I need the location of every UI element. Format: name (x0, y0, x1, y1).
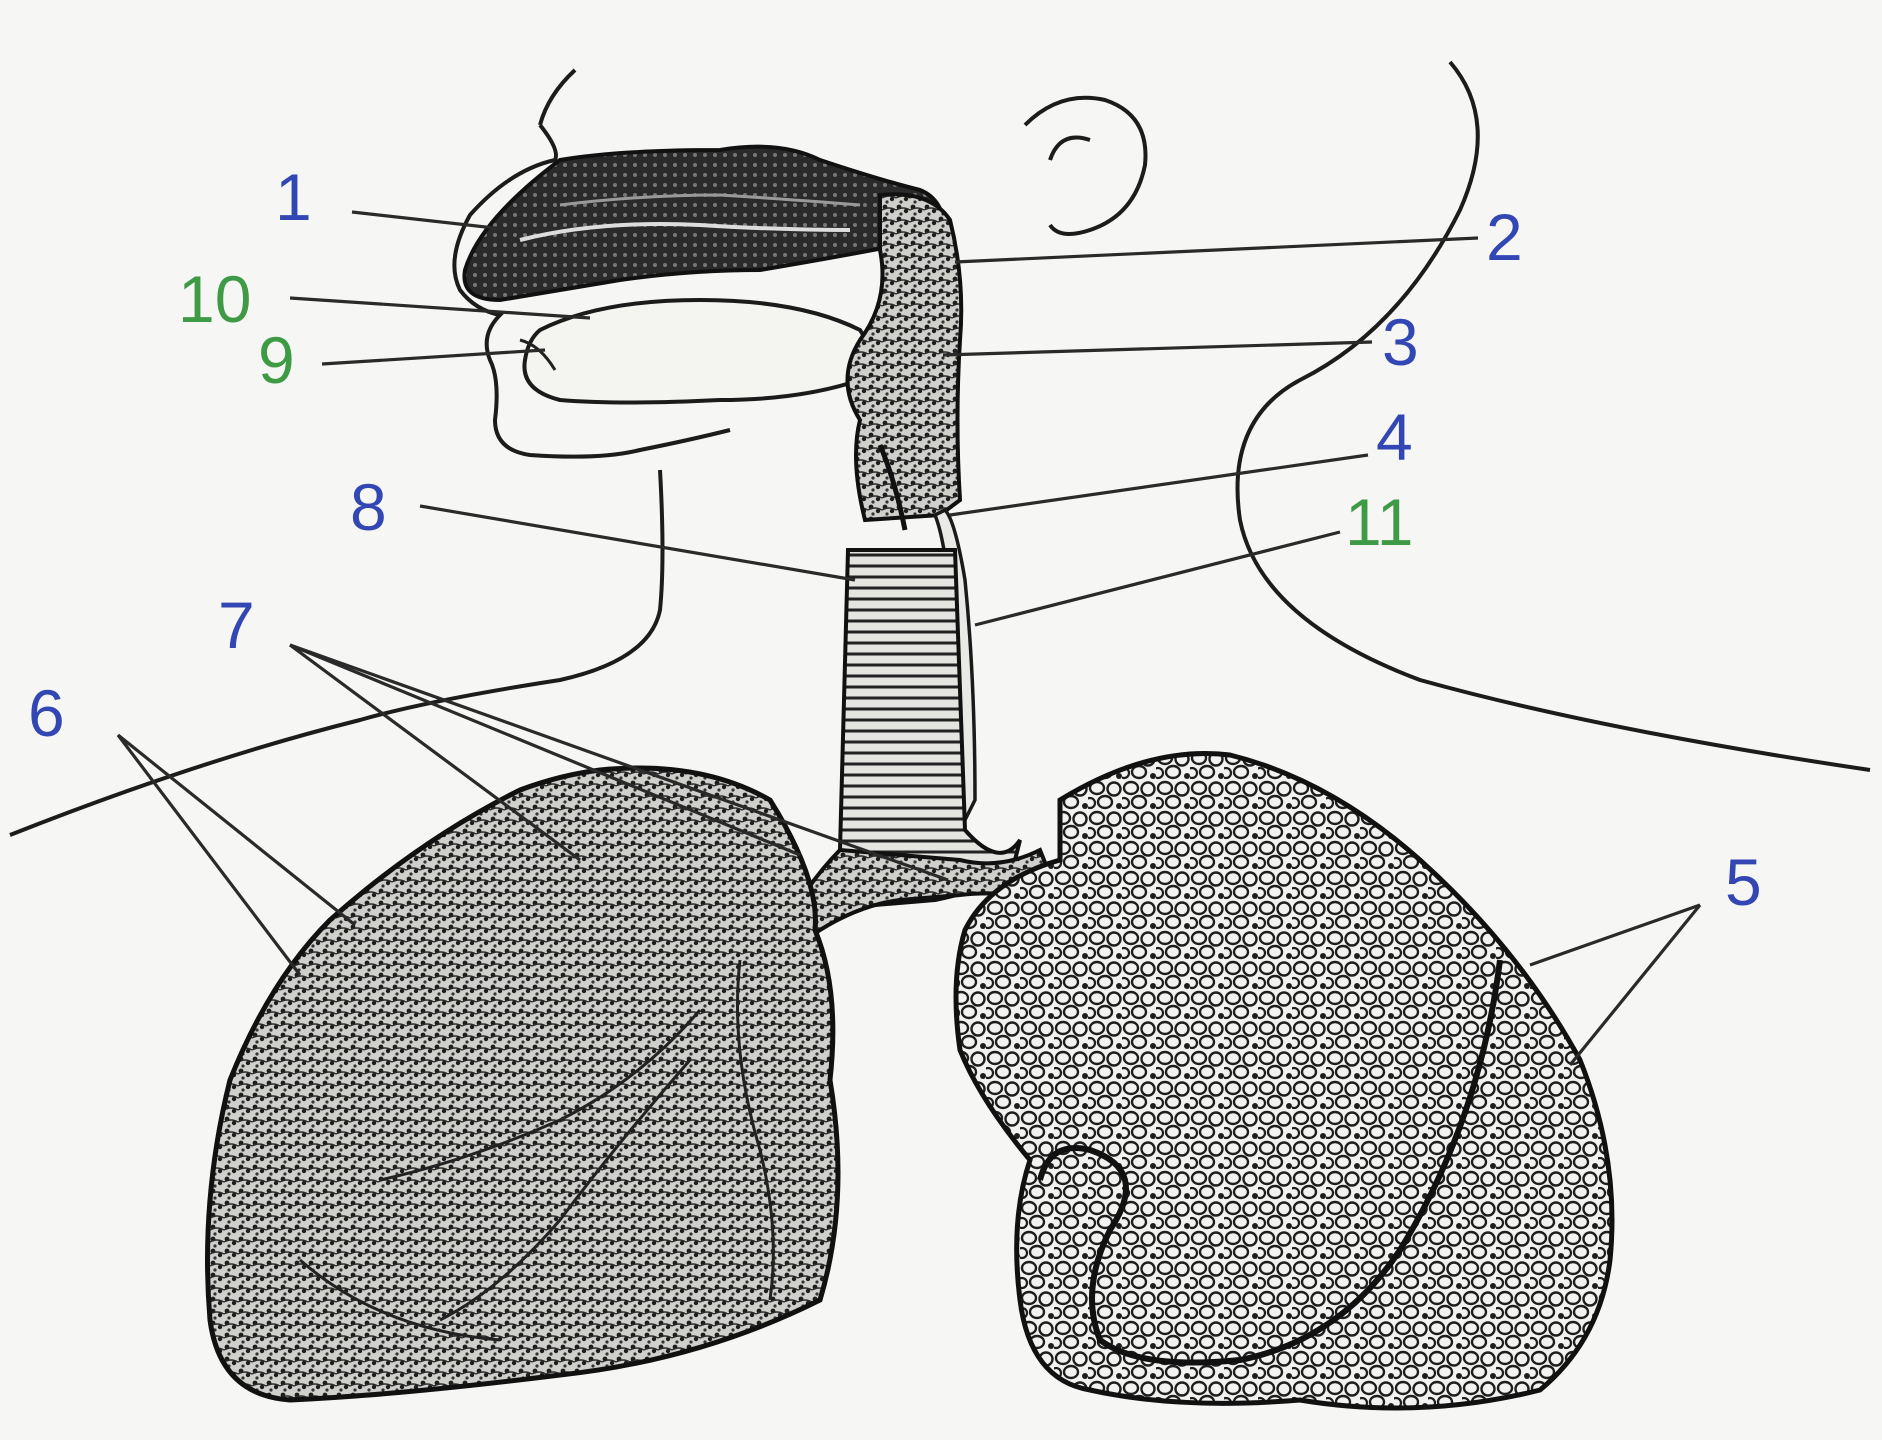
label-7: 7 (218, 588, 255, 662)
leader-10 (290, 298, 590, 318)
ear (1025, 98, 1146, 234)
leader-4 (950, 455, 1368, 515)
leader-6b (118, 735, 300, 975)
leader-2 (955, 238, 1478, 262)
leader-7a (290, 645, 580, 860)
leader-3 (943, 342, 1372, 355)
right-lung (956, 753, 1612, 1408)
leader-8 (420, 506, 855, 580)
leader-9 (322, 350, 545, 364)
label-9: 9 (258, 323, 295, 397)
label-2: 2 (1486, 200, 1523, 274)
label-11: 11 (1345, 485, 1414, 559)
label-10: 10 (178, 262, 251, 336)
label-5: 5 (1725, 845, 1762, 919)
label-3: 3 (1382, 305, 1419, 379)
label-6: 6 (28, 676, 65, 750)
label-8: 8 (350, 470, 387, 544)
oral-cavity (524, 300, 870, 403)
label-4: 4 (1376, 400, 1413, 474)
leader-6a (118, 735, 355, 925)
label-1: 1 (275, 160, 312, 234)
leader-11 (975, 532, 1340, 625)
